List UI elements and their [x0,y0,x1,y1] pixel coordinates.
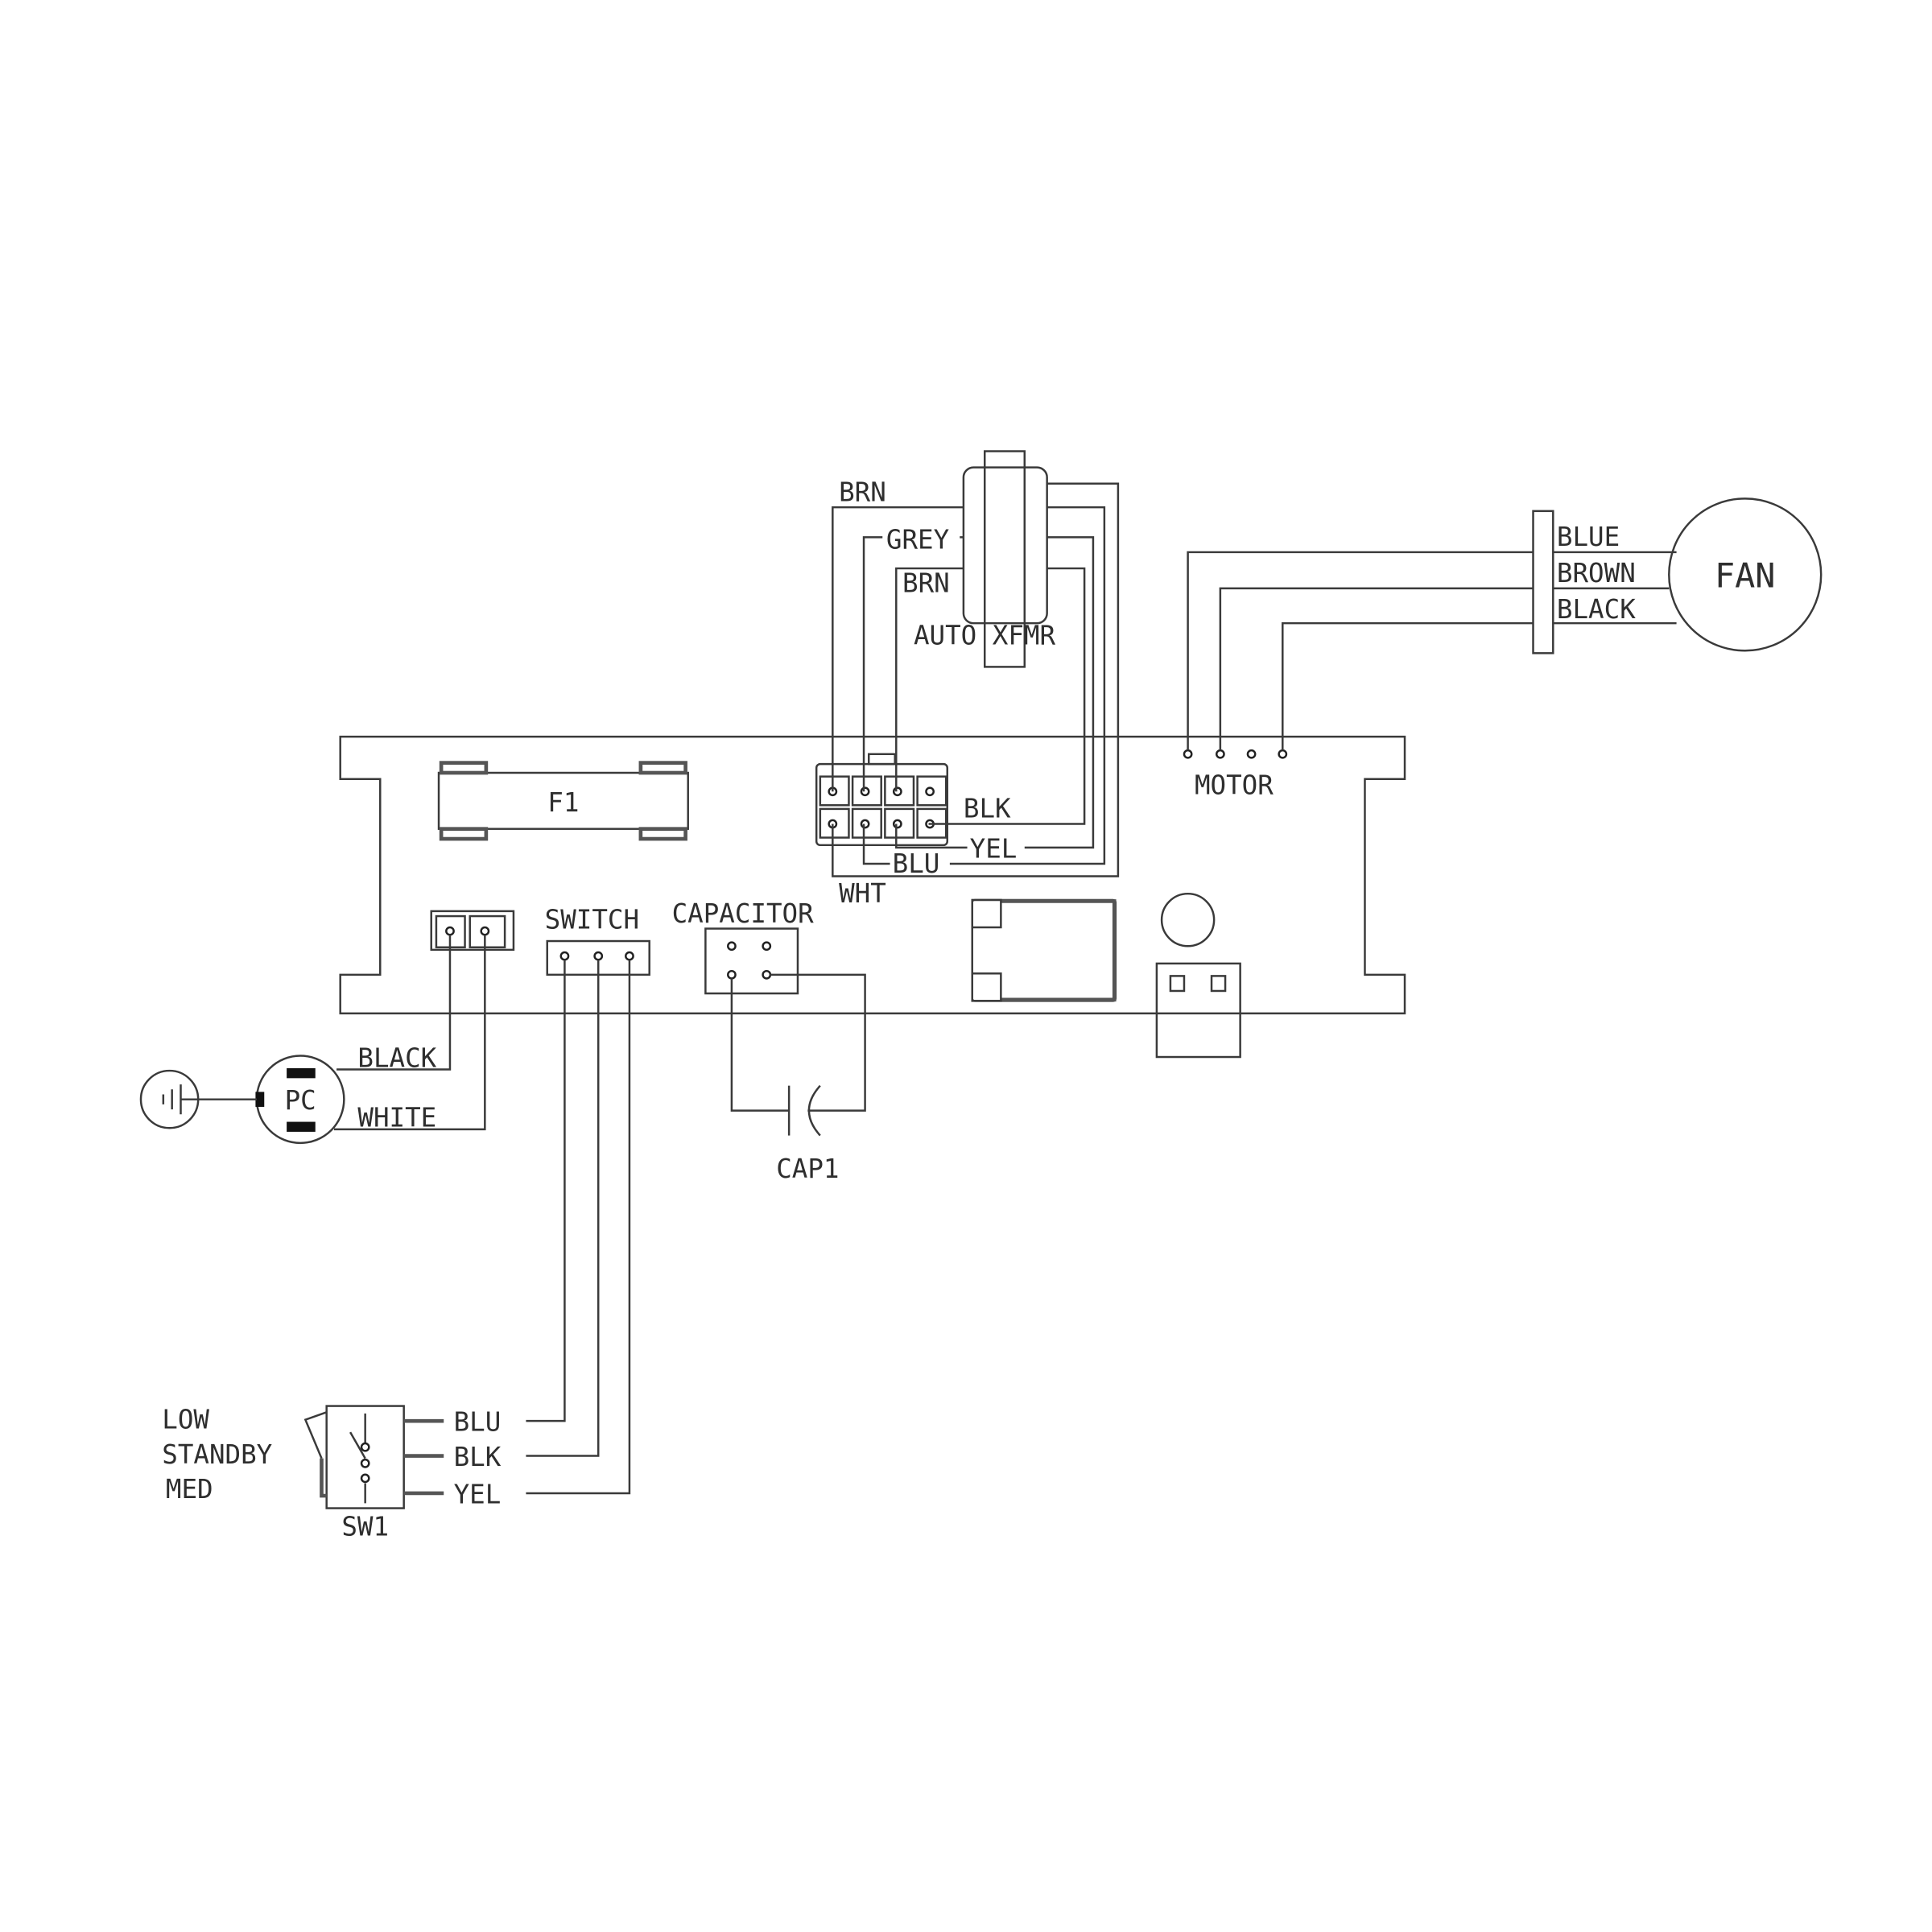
wire-label-grey: GREY [886,524,949,555]
connector-cell [884,775,915,807]
connector-cell [819,775,850,807]
sw1-wire-label-blu: BLU [454,1407,502,1438]
motor-label: MOTOR [1195,770,1274,800]
wire-brn-1 [832,506,964,792]
sw1-wire-label-yel: YEL [454,1479,502,1509]
ground-symbol-icon [139,1069,200,1129]
control-board [339,735,1406,1015]
wire-cap-right [770,973,866,1112]
sw1-position-med: MED [166,1474,213,1505]
terminal-block [1155,962,1241,1059]
connector-pin [892,819,902,829]
wire-blk [928,567,1086,825]
capacitor-header [704,927,799,995]
connector-pin [892,786,902,797]
connector-cell [916,775,947,807]
switch-header-label: SWITCH [545,905,639,935]
rocker-switch-icon [303,1405,444,1509]
connector-cell [884,807,915,839]
connector-pin [925,786,935,797]
fan-label: FAN [1715,555,1776,595]
motor-header: MOTOR [1183,749,1288,800]
connector-cell [851,775,882,807]
wire-label-blk: BLK [964,794,1011,824]
auto-transformer: AUTO XFMR [914,450,1056,668]
fuse-f1: F1 [437,761,689,841]
wire-fan-blue [1187,551,1677,751]
power-connector [430,910,515,952]
fan-wire-label-blue: BLUE [1557,522,1620,552]
wire-power-black [336,935,452,1071]
fan-wire-label-brown: BROWN [1557,558,1636,588]
wire-sw-yel [526,960,631,1495]
relay [971,898,1117,1002]
wire-sw-blu [526,960,566,1422]
wire-label-wht: WHT [839,878,886,909]
capacitor-symbol-icon [787,1084,821,1137]
fuse-label: F1 [547,787,579,818]
power-plug: PC [255,1055,345,1145]
connector-pin [860,786,870,797]
wire-fan-black [1282,621,1677,751]
wire-sw-blk [526,960,600,1457]
wire-label-brn-1: BRN [839,477,886,507]
power-wire-label-black: BLACK [357,1042,436,1073]
wire-label-brn-2: BRN [902,568,950,598]
connector-pin [860,819,870,829]
wire-power-white [333,935,486,1131]
power-wire-label-white: WHITE [357,1103,436,1133]
sw1-wire-label-blk: BLK [454,1442,502,1472]
sw1-label: SW1 [341,1512,389,1542]
transformer-connector [815,753,949,847]
wire-fan-brown [1219,587,1670,751]
fan-wire-label-black: BLACK [1557,594,1636,625]
wire-cap-left [730,978,790,1112]
wire-grey [862,536,964,792]
wire-yel [895,536,1095,849]
wire-wht [832,482,1120,877]
wire-label-blu: BLU [893,848,940,879]
wire-label-yel: YEL [970,833,1018,864]
fan-connector [1532,510,1554,654]
transformer-label: AUTO XFMR [914,621,1056,651]
plug-label: PC [285,1085,316,1116]
connector-cell [851,807,882,839]
capacitor-header-label: CAPACITOR [672,898,815,929]
sw1-position-low: LOW [162,1404,209,1435]
cap1-label: CAP1 [776,1154,839,1184]
sw1-position-standby: STANDBY [162,1439,272,1470]
fan-motor-icon: FAN [1668,497,1823,652]
wire-blu [862,506,1106,865]
wire-brn-2 [895,567,964,792]
indicator-led [1160,892,1216,947]
connector-cell [819,807,850,839]
